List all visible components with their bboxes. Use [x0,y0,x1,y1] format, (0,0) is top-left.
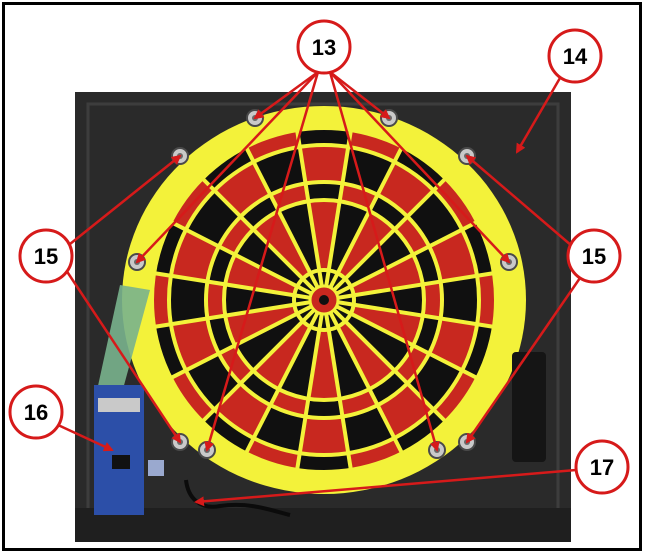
callout-15-right-label: 15 [582,244,606,269]
callout-13: 13 [298,21,350,73]
callout-16-label: 16 [24,400,48,425]
dartboard-segment [300,145,348,183]
callout-14: 14 [549,30,601,82]
circuit-board-chip [112,455,130,469]
bullseye-inner [319,295,329,305]
callout-16: 16 [10,386,62,438]
cabinet-bottom-rail [75,508,571,542]
callout-14-label: 14 [563,44,588,69]
callout-17-label: 17 [590,455,614,480]
dartboard-segment [300,417,348,455]
callout-15-left: 15 [20,230,72,282]
callout-15-right: 15 [568,230,620,282]
circuit-board-component [148,460,164,476]
callout-17: 17 [576,441,628,493]
callout-13-label: 13 [312,35,336,60]
dartboard-segment [441,276,479,324]
circuit-board-connector [98,398,140,412]
callout-15-left-label: 15 [34,244,58,269]
dartboard-segment [169,276,207,324]
